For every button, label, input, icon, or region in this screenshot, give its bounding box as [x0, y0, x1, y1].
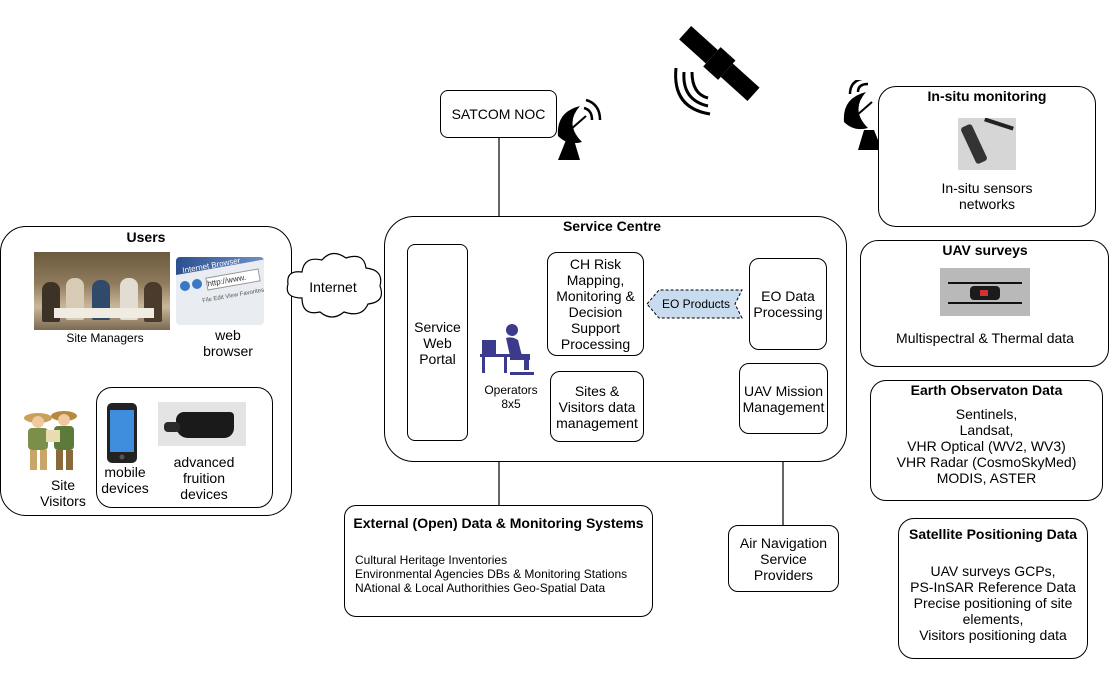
site-managers-label: Site Managers: [66, 331, 144, 345]
ch-risk-box: CH Risk Mapping, Monitoring & Decision S…: [547, 252, 644, 356]
satellite-icon: [674, 26, 760, 116]
internet-label: Internet: [309, 279, 357, 295]
external-data-item: Environmental Agencies DBs & Monitoring …: [355, 567, 628, 581]
external-data-item: Cultural Heritage Inventories: [355, 553, 508, 567]
site-managers-photo: [34, 252, 170, 330]
eo-processing-label: EO Data Processing: [753, 288, 823, 320]
external-data-title: External (Open) Data & Monitoring System…: [353, 515, 644, 531]
uav-surveys-label: Multispectral & Thermal data: [896, 330, 1074, 346]
earth-observation-box: [870, 380, 1103, 501]
eo-processing-box: EO Data Processing: [749, 258, 827, 350]
satellite-dish-icon: [843, 80, 882, 150]
satcom-noc-label: SATCOM NOC: [451, 106, 546, 122]
browser-menu: File Edit View Favorites: [201, 287, 264, 305]
site-visitors-illustration: [24, 411, 77, 470]
earth-observation-title: Earth Observaton Data: [910, 382, 1063, 398]
uav-mission-box: UAV Mission Management: [739, 363, 828, 434]
mobile-devices-label: mobile devices: [101, 464, 149, 496]
vr-headset-image: [158, 402, 246, 446]
earth-observation-label: Sentinels, Landsat, VHR Optical (WV2, WV…: [896, 406, 1077, 486]
external-data-box: [344, 505, 653, 617]
uav-drone-image: [940, 268, 1030, 316]
satellite-positioning-label: UAV surveys GCPs, PS-InSAR Reference Dat…: [910, 563, 1076, 643]
satellite-positioning-box: [898, 518, 1088, 659]
web-browser-image: Internet Browser http://www. File Edit V…: [176, 257, 264, 325]
sites-visitors-label: Sites & Visitors data management: [556, 382, 638, 431]
satcom-noc-box: SATCOM NOC: [440, 90, 557, 138]
satellite-dish-icon: [557, 98, 602, 160]
external-data-item: NAtional & Local Authorithies Geo-Spatia…: [355, 581, 606, 595]
eo-products-arrow: [646, 289, 743, 319]
service-centre-title: Service Centre: [562, 218, 662, 234]
web-browser-label: web browser: [203, 327, 253, 359]
browser-url: http://www.: [205, 268, 261, 291]
service-web-portal-label: Service Web Portal: [414, 318, 461, 367]
air-navigation-label: Air Navigation Service Providers: [739, 534, 828, 583]
eo-products-label: EO Products: [661, 297, 731, 311]
insitu-title: In-situ monitoring: [927, 88, 1047, 104]
site-visitors-label: Site Visitors: [40, 477, 86, 509]
ch-risk-label: CH Risk Mapping, Monitoring & Decision S…: [556, 256, 635, 352]
mobile-phone-icon: [107, 403, 137, 463]
insitu-label: In-situ sensors networks: [941, 180, 1033, 212]
sites-visitors-box: Sites & Visitors data management: [550, 371, 644, 442]
satellite-positioning-title: Satellite Positioning Data: [908, 526, 1078, 542]
operator-desk-icon: [480, 324, 534, 375]
uav-surveys-title: UAV surveys: [942, 242, 1028, 258]
insitu-sensor-image: [958, 118, 1016, 170]
internet-cloud-icon: [286, 252, 383, 318]
users-title: Users: [126, 229, 166, 245]
uav-mission-label: UAV Mission Management: [742, 382, 825, 415]
advanced-devices-label: advanced fruition devices: [173, 454, 235, 502]
operators-label: Operators 8x5: [484, 383, 538, 411]
service-web-portal-box: Service Web Portal: [407, 244, 468, 441]
air-navigation-box: Air Navigation Service Providers: [728, 525, 839, 592]
